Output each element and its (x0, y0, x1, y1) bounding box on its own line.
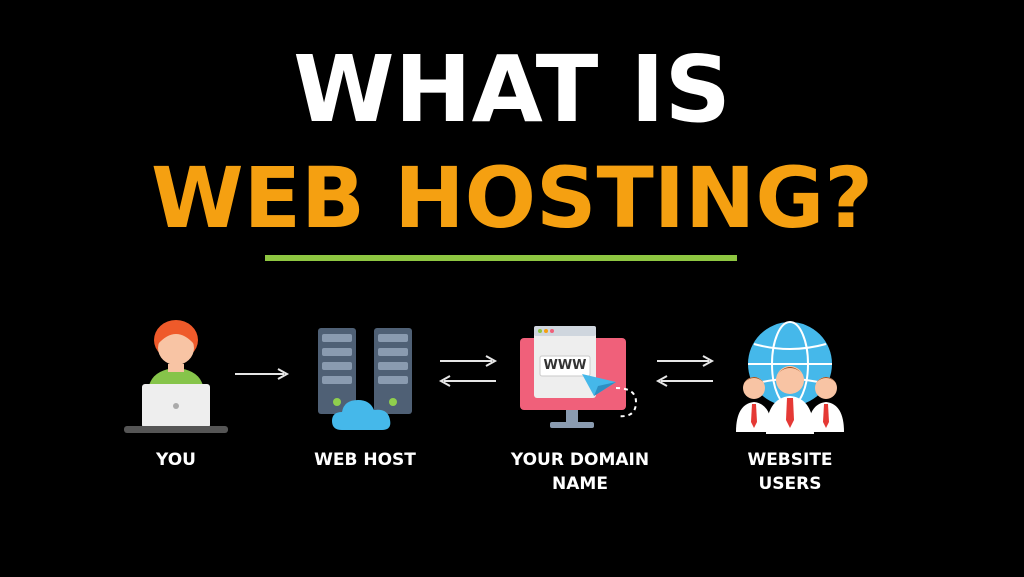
title-line-2: WEB HOSTING? (150, 149, 874, 247)
arrow-bidirectional-icon (438, 355, 498, 387)
title-underline (265, 255, 737, 261)
user-laptop-icon (124, 320, 228, 433)
arrow-bidirectional-icon (655, 355, 715, 387)
server-cloud-icon (318, 328, 412, 430)
node-label-domain-line-2: NAME (552, 474, 608, 494)
title-line-1: WHAT IS (293, 36, 731, 143)
node-label-you: YOU (156, 450, 196, 470)
node-label-domain-line-1: YOUR DOMAIN (510, 450, 650, 470)
node-label-web-host: WEB HOST (314, 450, 416, 470)
node-label-users-line-1: WEBSITE (747, 450, 833, 470)
arrow-right-icon (235, 368, 290, 380)
node-label-users-line-2: USERS (758, 474, 822, 494)
www-monitor-icon (520, 326, 638, 428)
www-screen-text: WWW (543, 358, 587, 373)
globe-users-icon (736, 321, 844, 434)
